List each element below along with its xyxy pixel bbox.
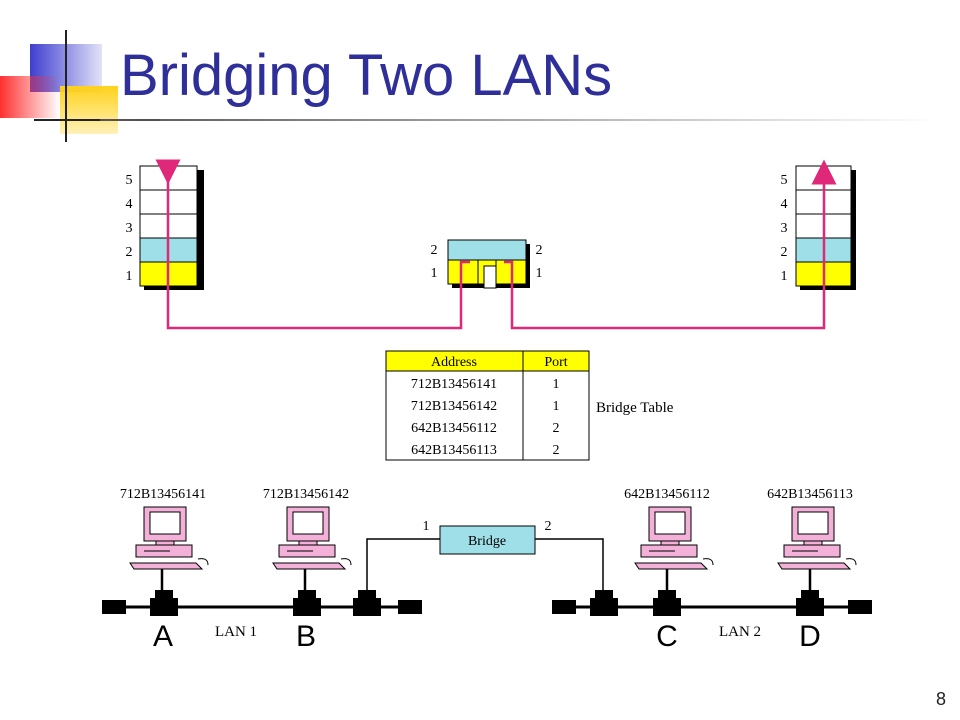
table-cell-address: 642B13456112 (411, 421, 497, 436)
computer-icon (272, 506, 352, 593)
station-c-address: 642B13456112 (624, 487, 710, 502)
right-layer-label: 1 (781, 269, 788, 284)
lan-1-bus (102, 590, 422, 616)
table-cell-port: 2 (553, 443, 560, 458)
bridge-right-layer-label: 1 (536, 266, 543, 281)
right-layer-label: 4 (781, 197, 788, 212)
left-protocol-stack: 5 4 3 2 1 (126, 165, 204, 290)
bridge-right-layer-label: 2 (536, 243, 543, 258)
computer-icon (634, 506, 714, 593)
station-b-label: B (296, 620, 316, 653)
deco-yellow-square (60, 86, 118, 134)
table-cell-port: 1 (553, 399, 560, 414)
lan-1-label: LAN 1 (215, 624, 257, 640)
corner-decoration (0, 30, 160, 142)
station-c-label: C (656, 620, 678, 653)
table-cell-address: 642B13456113 (411, 443, 497, 458)
right-layer-label: 3 (781, 221, 788, 236)
bridge-device: Bridge 1 2 (366, 519, 604, 592)
bridge-port-1: 1 (423, 519, 430, 534)
slide-title: Bridging Two LANs (120, 43, 613, 108)
deco-red-square (0, 76, 60, 118)
left-layer-label: 4 (126, 197, 133, 212)
left-layer-label: 1 (126, 269, 133, 284)
left-layer-label: 3 (126, 221, 133, 236)
lan-2-label: LAN 2 (719, 624, 761, 640)
table-header-port: Port (544, 355, 567, 370)
left-layer-label: 2 (126, 245, 133, 260)
right-protocol-stack: 5 4 3 2 1 (781, 165, 856, 290)
station-d-label: D (799, 620, 821, 653)
computer-icon (777, 506, 857, 593)
table-cell-address: 712B13456141 (411, 377, 497, 392)
table-cell-address: 712B13456142 (411, 399, 497, 414)
station-a-label: A (153, 620, 173, 653)
bridge-port-2: 2 (545, 519, 552, 534)
right-layer-label: 5 (781, 173, 788, 188)
table-header-address: Address (431, 355, 477, 370)
lan-2-bus (552, 590, 872, 616)
data-path (155, 159, 837, 330)
bridge-protocol-stack: 2 1 2 1 (431, 239, 543, 289)
station-a-address: 712B13456141 (120, 487, 206, 502)
left-layer-label: 5 (126, 173, 133, 188)
right-layer-label: 2 (781, 245, 788, 260)
bridge-left-layer-label: 2 (431, 243, 438, 258)
table-cell-port: 1 (553, 377, 560, 392)
bridge-label: Bridge (468, 534, 506, 549)
bridge-left-layer-label: 1 (431, 266, 438, 281)
station-d-address: 642B13456113 (767, 487, 853, 502)
station-b-address: 712B13456142 (263, 487, 349, 502)
computer-icon (129, 506, 209, 593)
title-underline (100, 119, 940, 121)
bridge-table-label: Bridge Table (596, 400, 674, 416)
bridge-table: Address Port 712B13456141 1 712B13456142… (385, 350, 674, 461)
table-cell-port: 2 (553, 421, 560, 436)
page-number: 8 (935, 689, 946, 709)
